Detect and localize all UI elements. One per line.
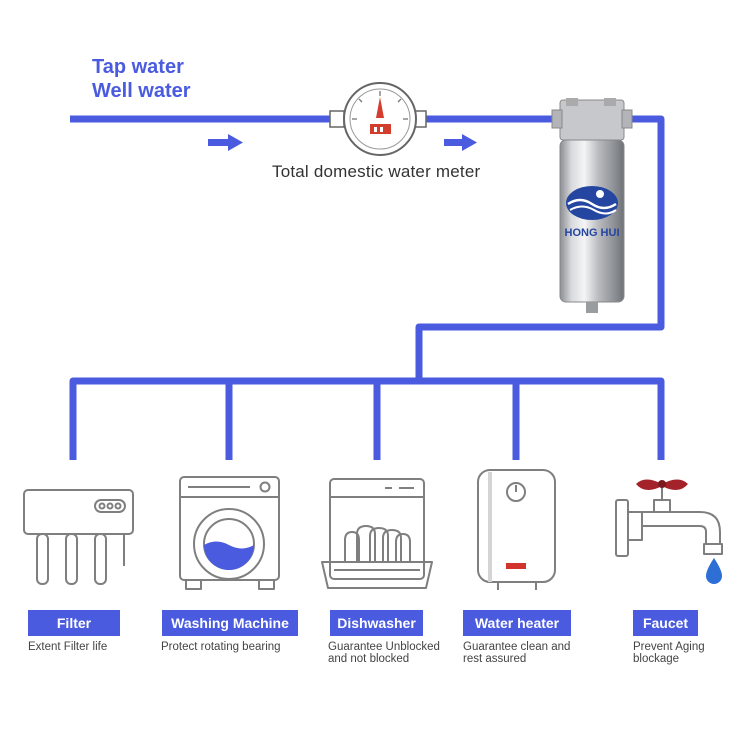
desc-water-heater: Guarantee clean and rest assured: [463, 641, 570, 665]
washing-machine-icon: [179, 476, 280, 590]
desc-line: Extent Filter life: [28, 641, 108, 653]
pipe-network: [69, 115, 665, 460]
desc-washing-machine: Protect rotating bearing: [161, 641, 281, 653]
water-drop-icon: [706, 558, 722, 584]
main-supply-pipe: [70, 115, 665, 381]
brand-logo-text: HONG HUI: [565, 227, 620, 239]
desc-faucet: Prevent Aging blockage: [633, 641, 705, 665]
desc-line: Guarantee Unblocked: [328, 641, 440, 653]
desc-line: Protect rotating bearing: [161, 641, 281, 653]
flow-arrow-icon: [208, 134, 243, 151]
desc-dishwasher: Guarantee Unblocked and not blocked: [328, 641, 440, 665]
label-filter: Filter: [28, 610, 120, 636]
water-icon: [204, 541, 254, 570]
desc-line: Prevent Aging: [633, 641, 705, 653]
desc-line: rest assured: [463, 653, 527, 665]
whole-house-filter-icon: [551, 98, 633, 313]
source-title-tap-water: Tap water: [92, 56, 184, 78]
label-faucet: Faucet: [633, 610, 698, 636]
label-dishwasher: Dishwasher: [330, 610, 423, 636]
flow-arrow-icon: [444, 134, 477, 151]
source-title-well-water: Well water: [92, 80, 191, 102]
desc-line: blockage: [633, 653, 680, 665]
desc-line: and not blocked: [328, 653, 410, 665]
water-heater-icon: [477, 469, 556, 590]
water-meter-icon: [329, 82, 427, 156]
brand-logo: [566, 186, 618, 220]
label-water-heater: Water heater: [463, 610, 571, 636]
faucet-icon: [615, 479, 723, 584]
desc-filter: Extent Filter life: [28, 641, 107, 653]
meter-caption: Total domestic water meter: [272, 162, 481, 181]
ro-filter-icon: [23, 489, 134, 585]
dishwasher-icon: [321, 478, 433, 589]
distribution-pipe: [69, 377, 665, 460]
label-washing-machine: Washing Machine: [162, 610, 298, 636]
desc-line: Guarantee clean and: [463, 641, 571, 653]
